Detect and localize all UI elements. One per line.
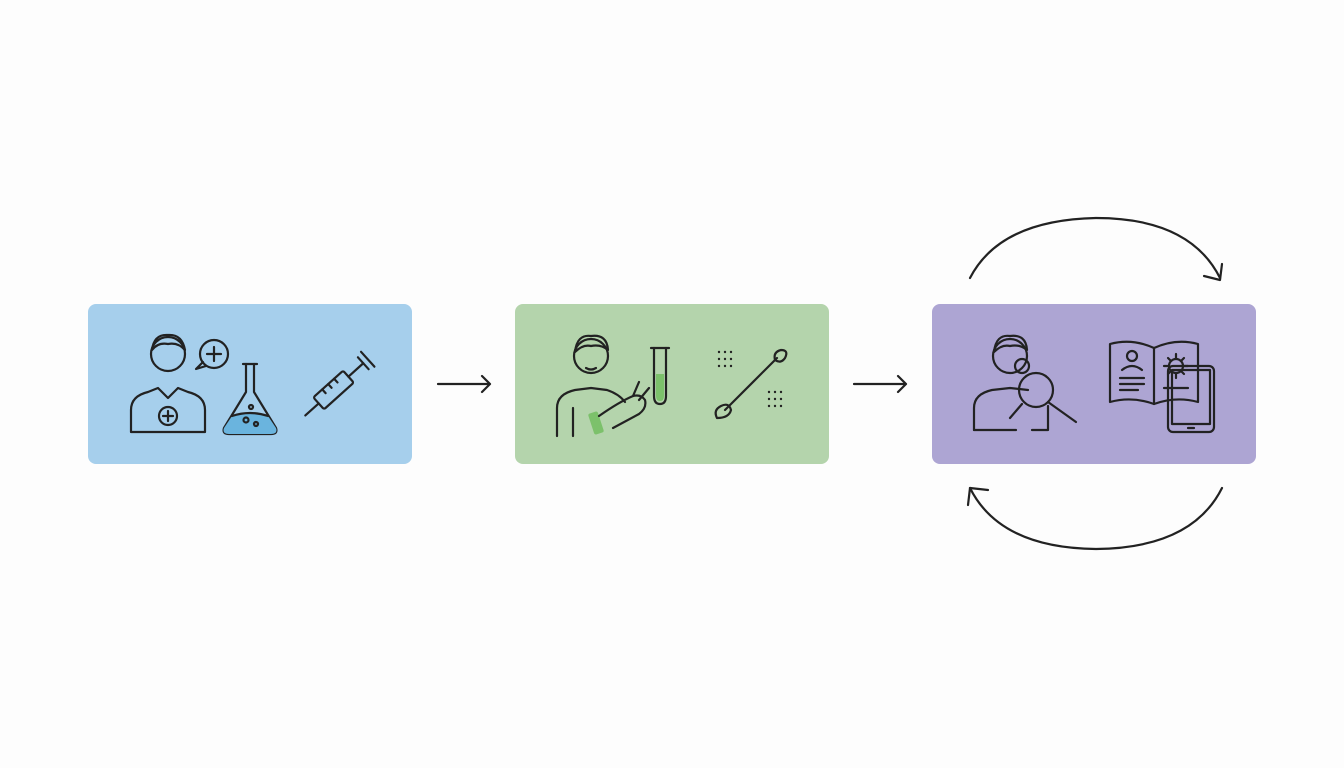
cycle-arrow-top [968, 216, 1222, 280]
researcher-with-magnifier-icon [972, 334, 1078, 432]
step-1-panel [88, 304, 412, 464]
flask-liquid [223, 413, 277, 434]
test-tube-liquid [656, 374, 664, 401]
cycle-arrow-bottom-head [966, 486, 990, 507]
flow-arrow-1 [436, 374, 492, 394]
step-1-illustration [88, 304, 412, 464]
tablet-icon [1166, 364, 1216, 434]
step-2-illustration [515, 304, 829, 464]
flow-arrow-2 [852, 374, 908, 394]
step-2-panel [515, 304, 829, 464]
person-holding-test-tube-icon [555, 334, 651, 438]
flask-icon [222, 362, 278, 436]
cycle-arrow-bottom [968, 486, 1224, 551]
dots-decoration [717, 350, 783, 408]
cotton-swab-icon [714, 348, 788, 420]
step-3-panel [932, 304, 1256, 464]
glove-cuff [588, 411, 604, 435]
patient-icon [129, 333, 207, 434]
test-tube-icon [649, 346, 671, 406]
step-3-illustration [932, 304, 1256, 464]
syringe-icon [304, 350, 376, 417]
medical-speech-bubble-icon [194, 338, 230, 371]
cycle-arrow-top-head [1202, 262, 1224, 282]
